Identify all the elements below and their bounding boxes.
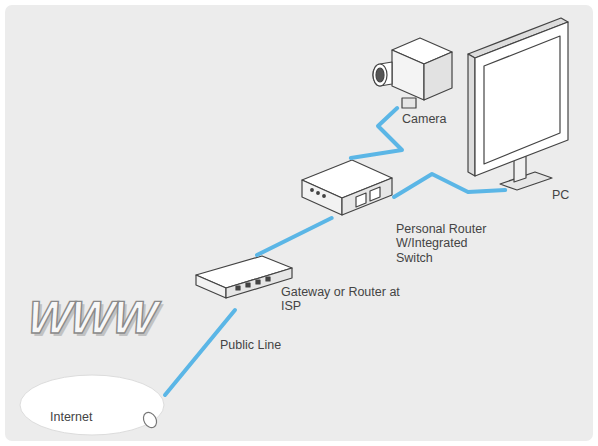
device-label: Personal Router W/Integrated Switch xyxy=(396,222,501,265)
label-holder: Internet xyxy=(50,410,140,424)
label-holder: Camera xyxy=(402,112,462,126)
gateway-device xyxy=(196,256,292,298)
label-holder: PC xyxy=(552,188,582,202)
router-node: Personal Router W/Integrated Switch xyxy=(298,158,394,218)
www-letters: WWW xyxy=(26,294,171,340)
label-holder: Gateway or Router at ISP xyxy=(281,285,401,314)
device-label: Gateway or Router at ISP xyxy=(281,285,401,314)
network-cable xyxy=(394,174,505,197)
mouse-icon xyxy=(141,410,159,430)
internet-node: WWW Internet xyxy=(20,290,165,440)
network-cable xyxy=(257,218,332,255)
edge-label: Public Line xyxy=(218,338,283,352)
internet-ellipse xyxy=(20,375,164,435)
camera-device xyxy=(373,38,452,108)
network-cable xyxy=(165,310,235,395)
router-device xyxy=(302,160,392,215)
device-label: PC xyxy=(552,188,582,202)
camera-node: Camera xyxy=(372,36,456,108)
pc-monitor xyxy=(468,18,568,190)
label-holder: Public Line xyxy=(218,338,283,352)
label-holder: WWW xyxy=(28,294,168,340)
device-label: Internet xyxy=(50,410,140,424)
device-label: Camera xyxy=(402,112,462,126)
background-panel xyxy=(4,4,594,442)
pc-node: PC xyxy=(466,14,578,190)
network-cable xyxy=(351,108,402,158)
gateway-node: Gateway or Router at ISP xyxy=(195,255,295,310)
label-holder: Personal Router W/Integrated Switch xyxy=(396,222,501,265)
